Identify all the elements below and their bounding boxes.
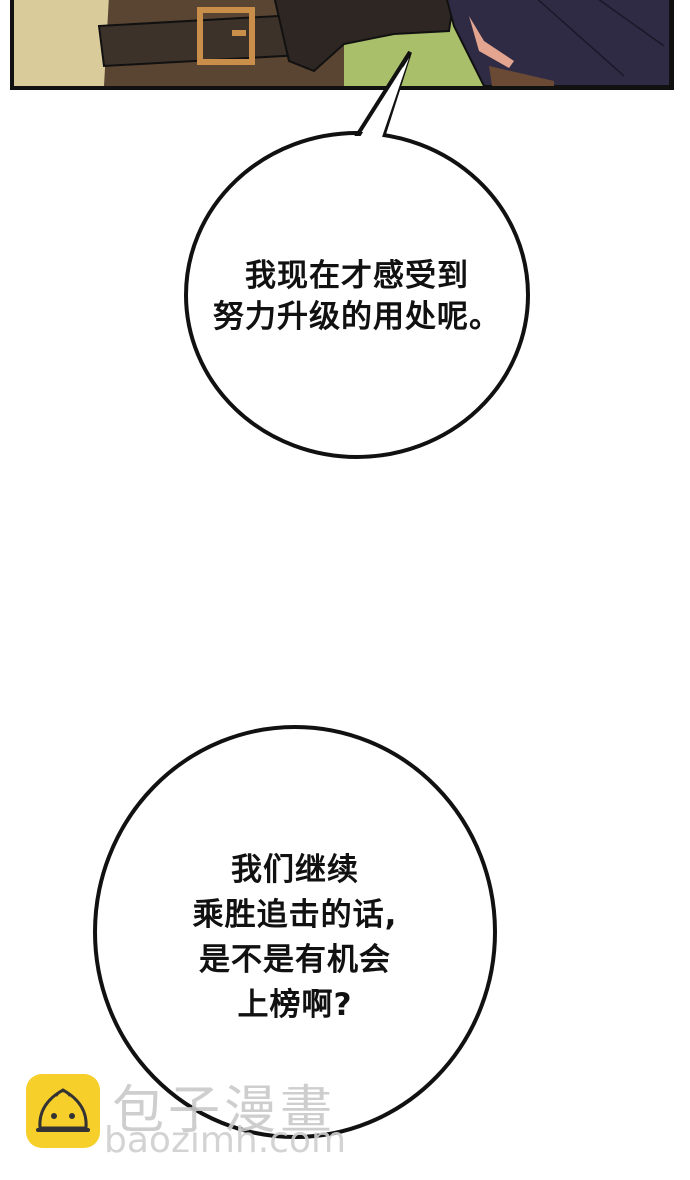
speech-bubble-2-text: 我们继续 乘胜追击的话, 是不是有机会 上榜啊? [94, 848, 496, 1028]
speech-bubble-1 [184, 50, 530, 459]
bubble-line: 我现在才感受到 [245, 258, 469, 294]
watermark-brand: 包子漫畫 [112, 1081, 337, 1141]
speech-bubble-1-text: 我现在才感受到 努力升级的用处呢。 [186, 256, 528, 338]
bubble-line: 我们继续 [231, 852, 359, 888]
watermark-url: baozimh.com [104, 1120, 347, 1161]
bubble-line: 乘胜追击的话, [192, 896, 398, 933]
bubble-line: 努力升级的用处呢。 [213, 298, 501, 335]
panel-artwork [14, 0, 670, 86]
bubble-line: 上榜啊? [237, 986, 353, 1023]
steamed-bun-icon [26, 1074, 100, 1148]
speech-bubble-2 [93, 725, 497, 1139]
bubble-line: 是不是有机会 [199, 941, 391, 978]
comic-panel [10, 0, 674, 90]
